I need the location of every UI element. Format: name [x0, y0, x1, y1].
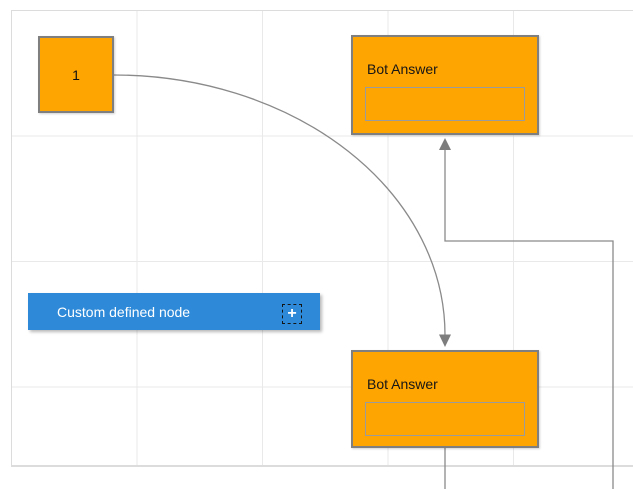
node-bot-answer-bottom[interactable]: Bot Answer: [351, 350, 539, 448]
bot-answer-bottom-text-field[interactable]: [365, 402, 525, 436]
plus-icon: +: [287, 305, 297, 322]
arrowhead-down-icon: [439, 334, 451, 347]
connector-elbow-to-top-bot[interactable]: [444, 150, 614, 489]
node-start[interactable]: 1: [38, 36, 114, 113]
node-custom-defined-label: Custom defined node: [57, 303, 191, 320]
node-bot-answer-bottom-title: Bot Answer: [367, 376, 438, 392]
add-port-button[interactable]: +: [282, 304, 302, 324]
node-bot-answer-top-title: Bot Answer: [367, 61, 438, 77]
connector-curve-start-to-bottom-bot[interactable]: [113, 74, 446, 336]
node-custom-defined[interactable]: Custom defined node +: [28, 293, 320, 330]
arrowhead-up-icon: [439, 138, 451, 150]
bot-answer-top-text-field[interactable]: [365, 87, 525, 121]
node-bot-answer-top[interactable]: Bot Answer: [351, 35, 539, 135]
node-start-label: 1: [72, 66, 80, 83]
